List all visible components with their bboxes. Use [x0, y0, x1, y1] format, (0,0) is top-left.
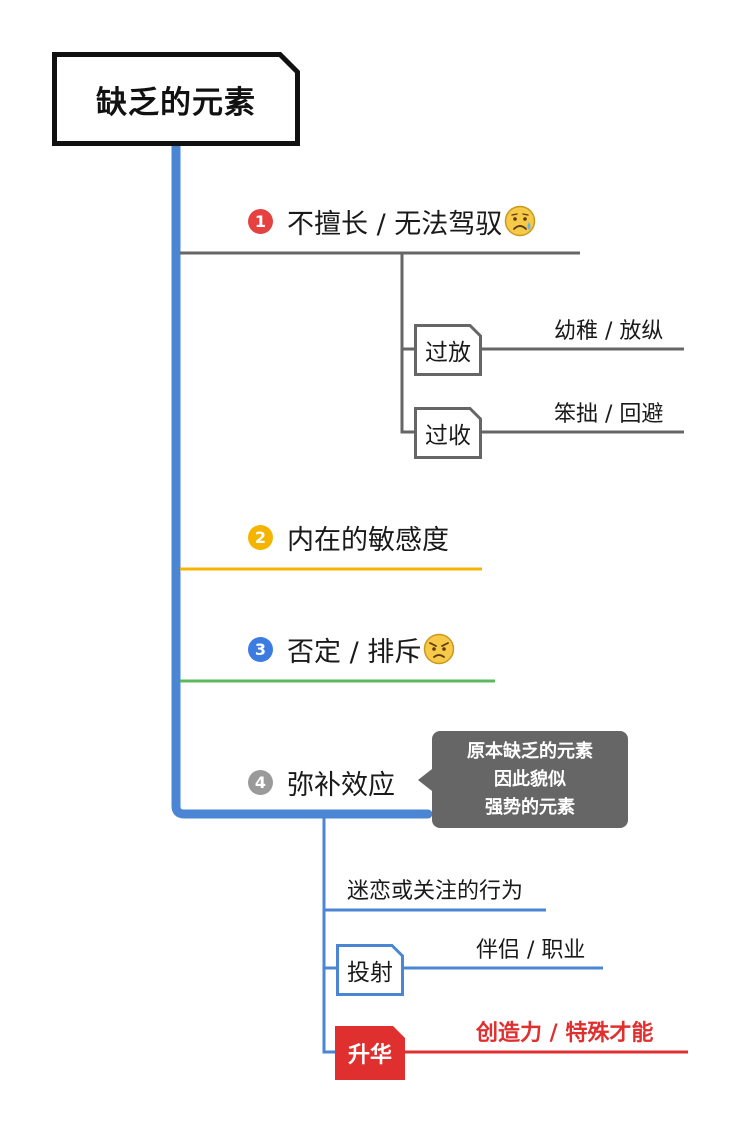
branch-1-number: 1	[248, 208, 273, 234]
branch-4-label: 弥补效应	[287, 769, 395, 801]
leaf-obsession-behavior: 迷恋或关注的行为	[347, 879, 524, 904]
branch-1-label: 不擅长 / 无法驾驭	[287, 208, 503, 240]
sad-tear-face-icon	[504, 205, 536, 237]
callout-line-3: 强势的元素	[485, 796, 575, 818]
leaf-partner-career: 伴侣 / 职业	[476, 938, 586, 963]
node-over-restraint-frame	[414, 407, 482, 459]
branch-3-number: 3	[248, 636, 273, 662]
node-over-release-label: 过放	[425, 340, 471, 366]
branch-4-number: 4	[248, 769, 273, 795]
branch-1-sub-trunk	[400, 253, 414, 434]
main-trunk-line	[171, 141, 433, 819]
node-projection-frame	[336, 944, 404, 996]
branch-2-number: 2	[248, 524, 273, 550]
node-over-release[interactable]: 过放	[414, 324, 482, 376]
leaf-clumsy: 笨拙 / 回避	[554, 402, 664, 427]
branch-4-sub-trunk	[322, 814, 336, 1054]
node-over-restraint-label: 过收	[425, 423, 471, 449]
node-over-restraint[interactable]: 过收	[414, 407, 482, 459]
root-node[interactable]: 缺乏的元素	[52, 52, 300, 146]
node-projection-label: 投射	[347, 960, 393, 986]
root-title: 缺乏的元素	[96, 84, 256, 121]
node-sublimation-label: 升华	[347, 1043, 392, 1068]
branch-2-label: 内在的敏感度	[287, 524, 449, 556]
branch-2[interactable]: 2 内在的敏感度	[248, 515, 449, 559]
branch-4-callout: 原本缺乏的元素 因此貌似 强势的元素	[418, 731, 628, 828]
branch-1[interactable]: 1 不擅长 / 无法驾驭	[248, 199, 536, 243]
node-sublimation[interactable]: 升华	[335, 1026, 405, 1080]
leaf-childish: 幼稚 / 放纵	[554, 319, 664, 344]
node-sublimation-frame	[335, 1026, 405, 1080]
node-projection[interactable]: 投射	[336, 944, 404, 996]
callout-line-2: 因此貌似	[494, 768, 566, 790]
branch-3-label: 否定 / 排斥	[287, 636, 422, 668]
branch-3[interactable]: 3 否定 / 排斥	[248, 627, 455, 671]
angry-face-icon	[423, 633, 455, 665]
node-over-release-frame	[414, 324, 482, 376]
leaf-creativity-talent: 创造力 / 特殊才能	[476, 1021, 654, 1046]
root-node-frame	[52, 52, 300, 146]
callout-line-1: 原本缺乏的元素	[467, 740, 593, 762]
branch-4[interactable]: 4 弥补效应	[248, 760, 395, 804]
